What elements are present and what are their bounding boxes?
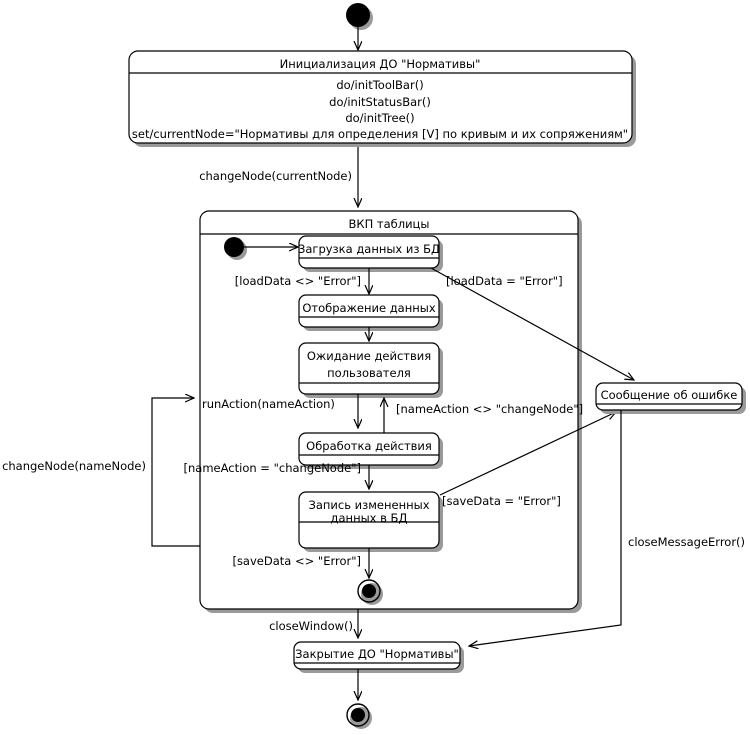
transition-runaction: runAction(nameAction): [202, 397, 335, 411]
transition-error-to-close: closeMessageError(): [469, 410, 745, 646]
node-final-state: [346, 703, 372, 729]
transition-label-closeWindow: closeWindow(): [269, 619, 353, 633]
node-close-state: Закрытие ДО "Нормативы": [293, 641, 464, 673]
transition-label-changeNode-nameNode: changeNode(nameNode): [2, 459, 146, 473]
save-data-label-line1: Запись измененных: [308, 498, 429, 512]
transition-label-saveData-error: [saveData = "Error"]: [442, 494, 561, 508]
load-data-label: Загрузка данных из БД: [298, 242, 440, 256]
transition-save-to-innerfinal: [saveData <> "Error"]: [232, 548, 369, 578]
wait-user-label-line2: пользователя: [327, 366, 411, 380]
transition-label-nameAction-not-changenode: [nameAction <> "changeNode"]: [396, 402, 583, 416]
transition-process-to-wait: [nameAction <> "changeNode"]: [384, 398, 583, 434]
composite-state-title: ВКП таблицы: [349, 217, 430, 231]
node-inner-initial-state: [224, 237, 247, 260]
transition-label-closeMessageError: closeMessageError(): [628, 535, 745, 549]
wait-user-label-line1: Ожидание действия: [307, 349, 431, 363]
transition-changenode-loop: changeNode(nameNode): [2, 398, 200, 547]
transition-load-to-error: [loadData = "Error"]: [430, 267, 634, 380]
transition-init-to-composite: changeNode(currentNode): [199, 147, 358, 207]
show-data-label: Отображение данных: [302, 301, 436, 315]
node-initial-start: [346, 3, 373, 30]
transition-label-nameAction-changenode: [nameAction = "changeNode"]: [184, 461, 361, 475]
node-init-state: Инициализация ДО "Нормативы" do/initTool…: [128, 50, 636, 147]
process-action-label: Обработка действия: [306, 439, 432, 453]
transition-save-to-error: [saveData = "Error"]: [439, 412, 616, 508]
transition-label-changeNode-currentNode: changeNode(currentNode): [199, 169, 352, 183]
transition-label-loadData-not-error: [loadData <> "Error"]: [235, 274, 361, 288]
node-save-data-state: Запись измененных данных в БД: [298, 491, 443, 552]
close-state-label: Закрытие ДО "Нормативы": [295, 647, 459, 661]
node-process-action-state: Обработка действия: [298, 432, 443, 469]
transition-label-loadData-error: [loadData = "Error"]: [446, 274, 563, 288]
transition-label-saveData-not-error: [saveData <> "Error"]: [232, 554, 361, 568]
node-show-data-state: Отображение данных: [298, 294, 443, 331]
init-state-activity-2: do/initTree(): [345, 111, 414, 125]
node-inner-final-state: [357, 579, 383, 605]
transition-load-to-show: [loadData <> "Error"]: [235, 268, 369, 294]
transition-composite-to-close: closeWindow(): [269, 609, 358, 638]
save-data-label-line2: данных в БД: [331, 511, 408, 525]
transition-process-to-save: [nameAction = "changeNode"]: [184, 461, 369, 489]
init-state-activity-1: do/initStatusBar(): [329, 95, 431, 109]
init-state-title: Инициализация ДО "Нормативы": [280, 57, 481, 71]
node-error-message-state: Сообщение об ошибке: [595, 382, 746, 414]
init-state-activity-0: do/initToolBar(): [336, 78, 423, 92]
transition-label-runAction: runAction(nameAction): [202, 397, 335, 411]
error-message-label: Сообщение об ошибке: [601, 388, 738, 402]
node-load-data-state: Загрузка данных из БД: [298, 235, 443, 272]
node-wait-user-state: Ожидание действия пользователя: [298, 342, 443, 398]
init-state-activity-3: set/currentNode="Нормативы для определен…: [132, 127, 628, 141]
